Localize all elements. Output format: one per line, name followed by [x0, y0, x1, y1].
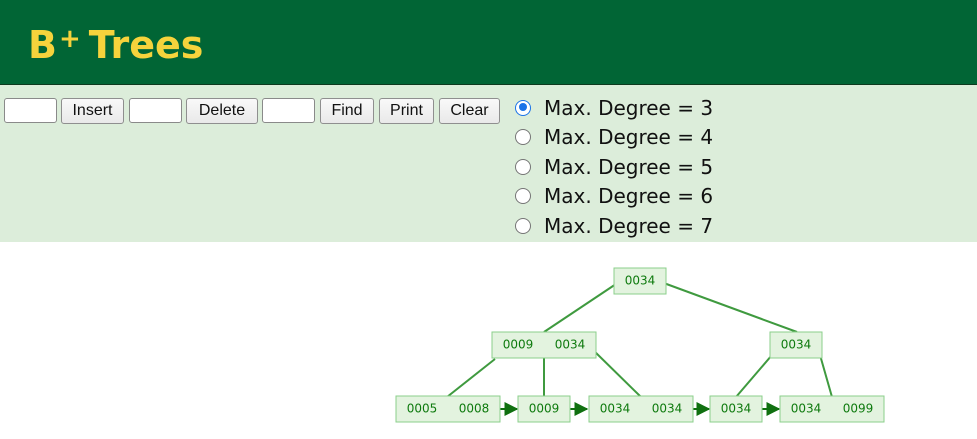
degree-option-5[interactable]: Max. Degree = 5 [515, 152, 713, 182]
node-key: 0034 [600, 402, 631, 416]
node-box [491, 331, 597, 359]
node-key: 0099 [843, 402, 874, 416]
degree-option-label: Max. Degree = 5 [544, 154, 714, 179]
clear-button[interactable]: Clear [439, 98, 500, 124]
degree-option-label: Max. Degree = 3 [544, 95, 714, 120]
root-node: 0034 [613, 267, 667, 295]
delete-input[interactable] [129, 98, 182, 123]
degree-4-radio[interactable] [515, 129, 531, 146]
degree-option-6[interactable]: Max. Degree = 6 [515, 182, 713, 212]
degree-option-7[interactable]: Max. Degree = 7 [515, 211, 713, 241]
node-key: 0034 [791, 402, 822, 416]
degree-radio-group: Max. Degree = 3 Max. Degree = 4 Max. Deg… [515, 93, 713, 241]
title-superscript: + [58, 24, 81, 54]
node-box [709, 395, 763, 423]
leaf-node: 0034 [709, 395, 763, 423]
tree-edge [590, 347, 642, 398]
leaf-node: 0005 0008 [395, 395, 501, 423]
degree-6-radio[interactable] [515, 188, 531, 205]
node-key: 0034 [555, 338, 586, 352]
node-key: 0008 [459, 402, 490, 416]
tree-edge [446, 358, 496, 398]
node-key: 0034 [721, 402, 752, 416]
node-box [613, 267, 667, 295]
page-title: B+Trees [28, 22, 203, 68]
leaf-node: 0034 0099 [779, 395, 885, 423]
print-button[interactable]: Print [379, 98, 434, 124]
title-rest: Trees [88, 23, 204, 67]
title-main: B [28, 23, 57, 67]
insert-input[interactable] [4, 98, 57, 123]
internal-node: 0009 0034 [491, 331, 597, 359]
degree-7-radio[interactable] [515, 217, 531, 234]
node-key: 0034 [625, 274, 656, 288]
page-header: B+Trees [0, 0, 977, 85]
node-key: 0005 [407, 402, 438, 416]
find-input[interactable] [262, 98, 315, 123]
node-box [395, 395, 501, 423]
node-box [769, 331, 823, 359]
tree-edge [543, 281, 620, 333]
node-key: 0009 [503, 338, 534, 352]
leaf-node: 0009 [517, 395, 571, 423]
btree-canvas: 0034 0009 0034 0034 0005 0008 0009 0034 … [395, 267, 885, 423]
node-box [588, 395, 694, 423]
leaf-node: 0034 0034 [588, 395, 694, 423]
degree-3-radio[interactable] [515, 99, 531, 116]
node-key: 0009 [529, 402, 560, 416]
node-box [779, 395, 885, 423]
find-button[interactable]: Find [320, 98, 374, 124]
control-panel: Insert Delete Find Print Clear Max. Degr… [0, 85, 977, 242]
degree-option-4[interactable]: Max. Degree = 4 [515, 123, 713, 153]
node-key: 0034 [652, 402, 683, 416]
node-key: 0034 [781, 338, 812, 352]
degree-5-radio[interactable] [515, 158, 531, 175]
degree-option-label: Max. Degree = 6 [544, 184, 714, 209]
degree-option-label: Max. Degree = 4 [544, 125, 714, 150]
internal-node: 0034 [769, 331, 823, 359]
degree-option-label: Max. Degree = 7 [544, 213, 714, 238]
degree-option-3[interactable]: Max. Degree = 3 [515, 93, 713, 123]
node-box [517, 395, 571, 423]
insert-button[interactable]: Insert [61, 98, 124, 124]
tree-edge [660, 281, 798, 333]
delete-button[interactable]: Delete [186, 98, 258, 124]
